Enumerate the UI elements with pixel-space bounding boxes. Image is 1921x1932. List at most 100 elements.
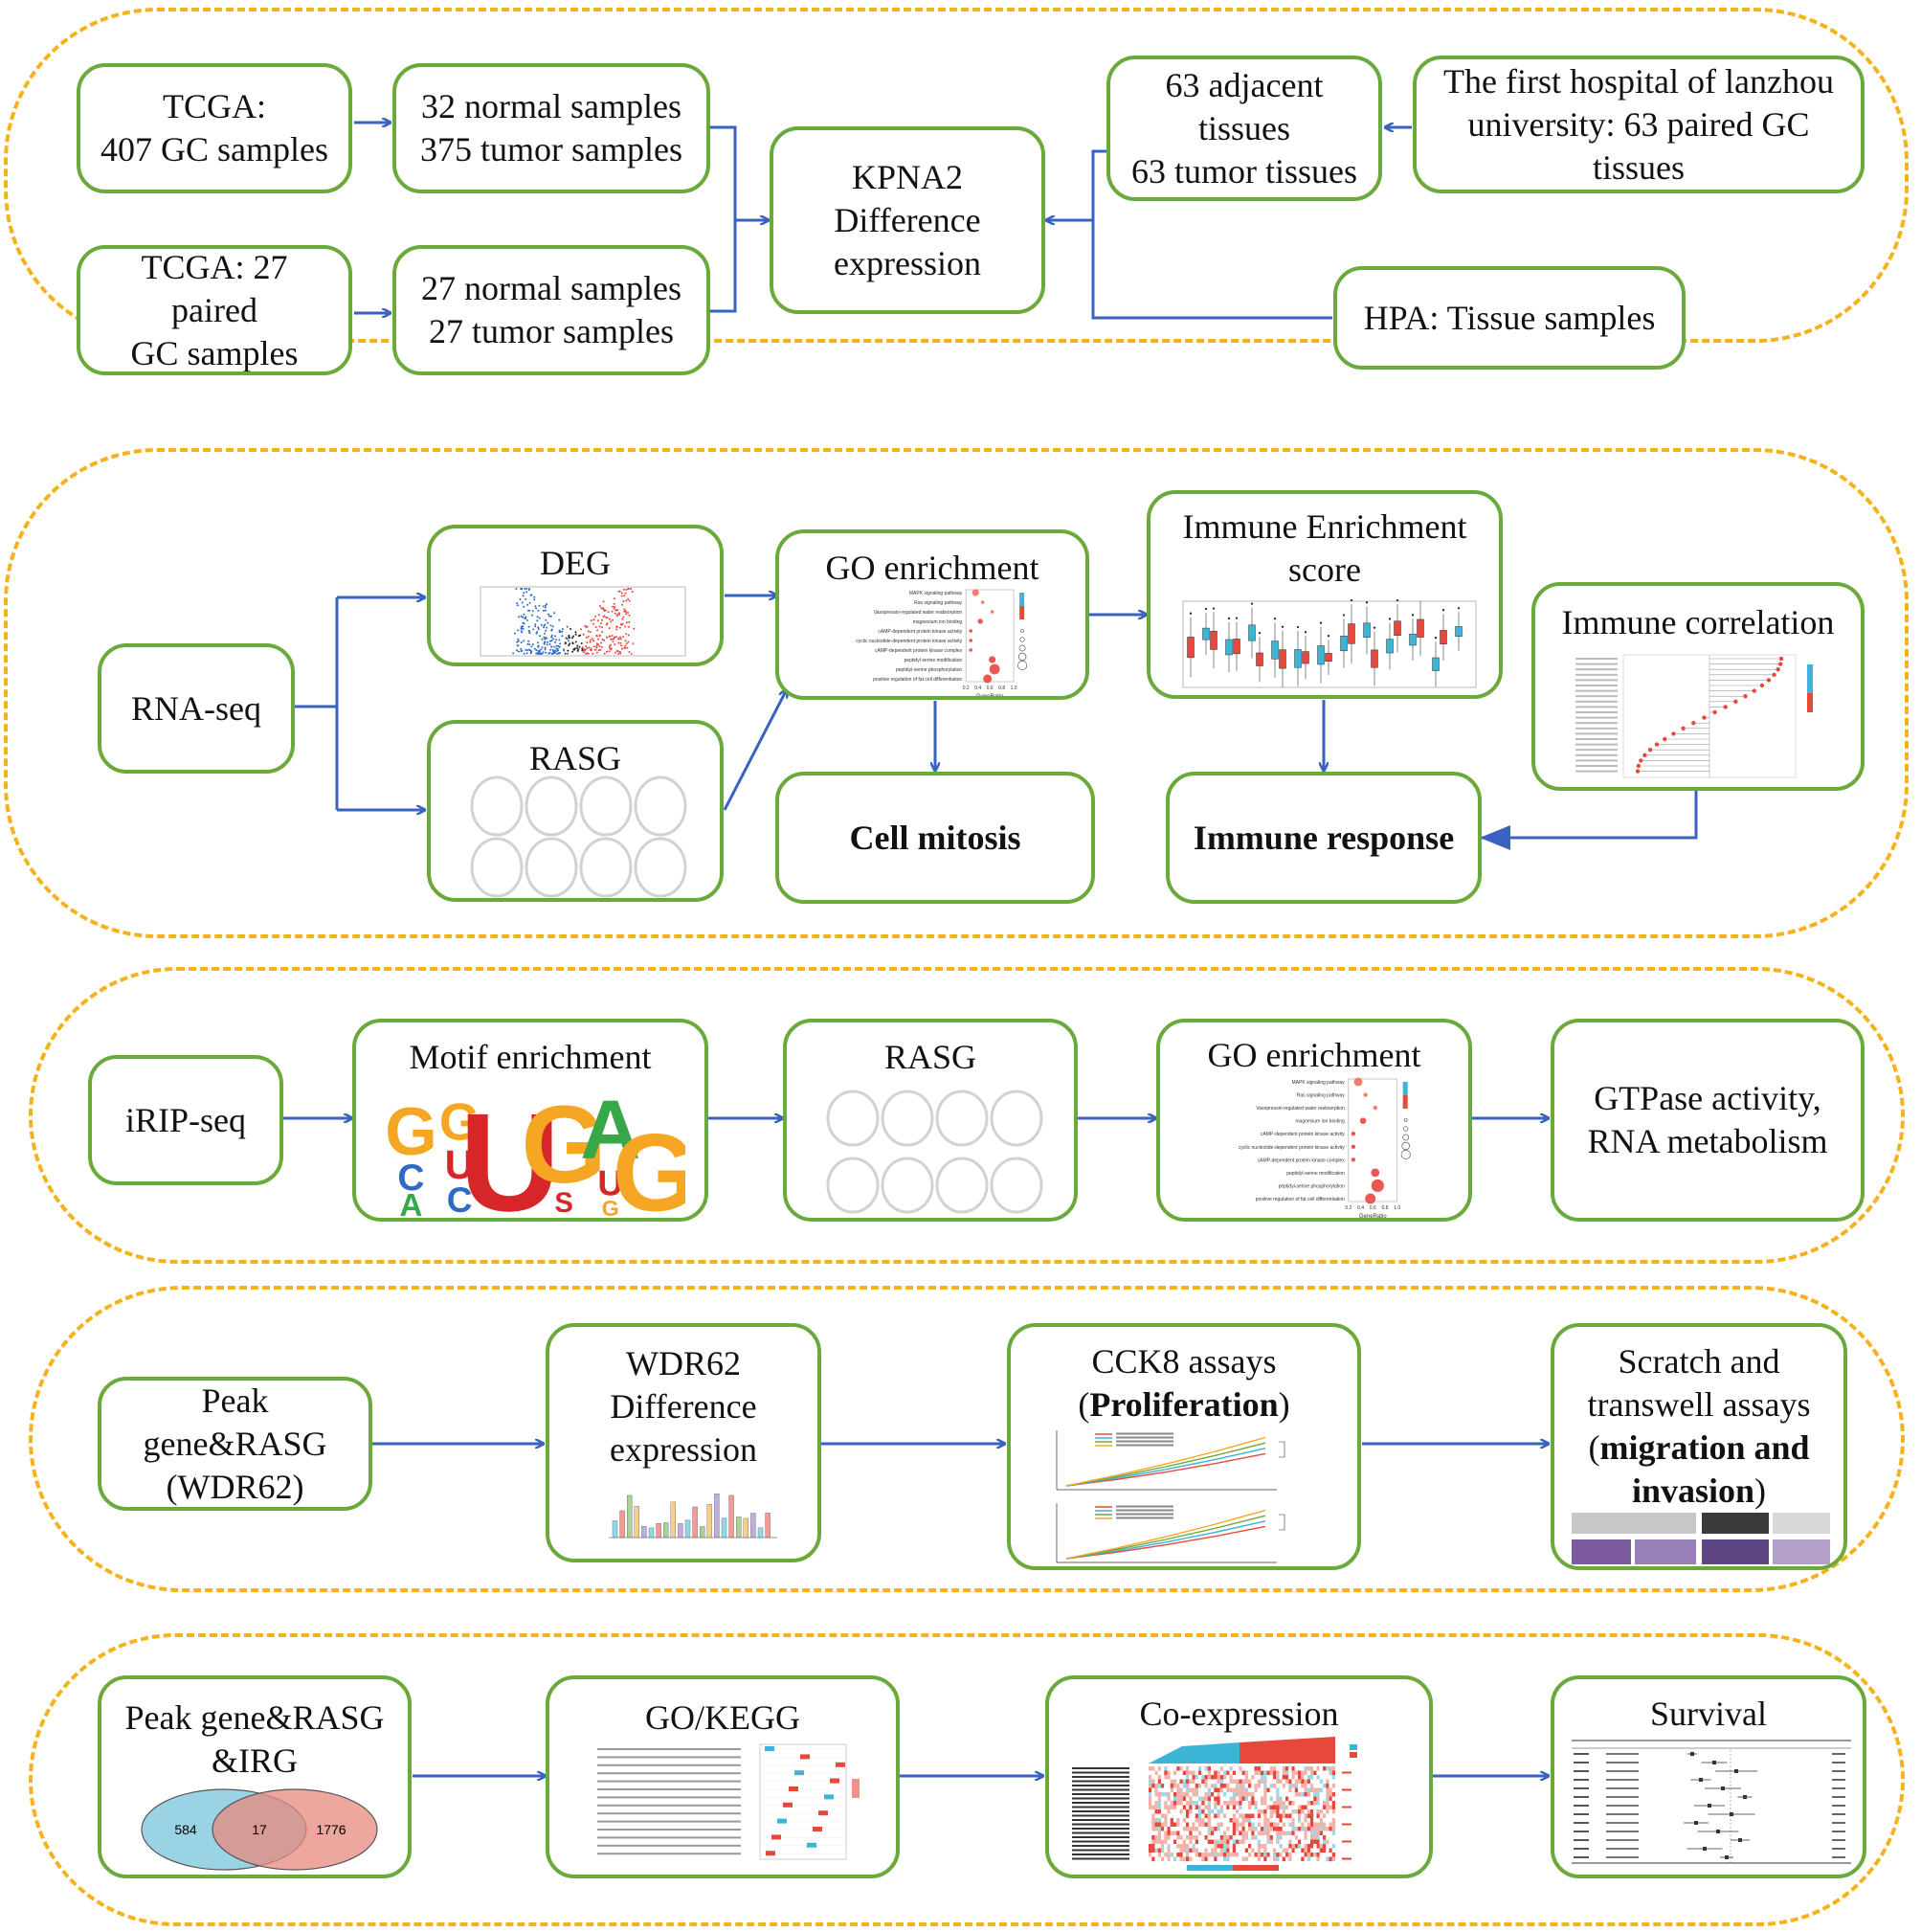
- go-title-rna: GO enrichment: [825, 549, 1039, 587]
- gtpase-node: GTPase activity, RNA metabolism: [1551, 1019, 1865, 1222]
- svg-text:cAMP-dependent protein kinase: cAMP-dependent protein kinase complex: [1258, 1157, 1346, 1163]
- panel-wdr62: [29, 1286, 1905, 1592]
- tcga-407-line2: 407 GC samples: [101, 130, 328, 168]
- rasg-node-irip: RASG: [783, 1019, 1078, 1222]
- panel-rnaseq: [4, 448, 1909, 938]
- tcga-27-line3: GC samples: [130, 333, 299, 372]
- immune-corr-title: Immune correlation: [1561, 603, 1835, 641]
- scratch-migration: migration and: [1599, 1428, 1810, 1467]
- svg-text:Vasopressin-regulated water re: Vasopressin-regulated water reabsorption: [874, 610, 963, 616]
- svg-text:magnesium ion binding: magnesium ion binding: [913, 619, 963, 625]
- tcga-27-line1: TCGA: 27: [141, 247, 288, 286]
- coexpression-node: Co-expression: [1045, 1675, 1433, 1878]
- svg-text:A: A: [400, 1188, 423, 1220]
- logo-letter-g3: G: [521, 1084, 606, 1206]
- motif-enrichment-node: Motif enrichment G C A G U C U G S A U G…: [352, 1019, 708, 1222]
- kpna2-line1: KPNA2: [851, 157, 963, 196]
- svg-text:MAPK signaling pathway: MAPK signaling pathway: [909, 591, 963, 596]
- svg-text:U: U: [597, 1164, 623, 1203]
- svg-text:0.6: 0.6: [1370, 1205, 1376, 1211]
- venn-overlap-count: 17: [252, 1822, 267, 1837]
- adjacent-line1: 63 adjacent: [1165, 65, 1324, 104]
- kpna2-node: KPNA2 Difference expression: [770, 126, 1045, 314]
- rasg-title-rna: RASG: [528, 739, 622, 777]
- deg-node: DEG: [427, 525, 724, 666]
- svg-text:cAMP-dependent protein kinase: cAMP-dependent protein kinase activity: [1261, 1132, 1345, 1137]
- peak-wdr62-line3: (WDR62): [166, 1467, 304, 1506]
- svg-text:MAPK signaling pathway: MAPK signaling pathway: [1291, 1080, 1345, 1086]
- svg-text:0.8: 0.8: [998, 685, 1005, 691]
- scratch-paren-open: (: [1588, 1428, 1600, 1467]
- gokegg-node: GO/KEGG: [546, 1675, 900, 1878]
- venn-diagram: 584 17 1776: [141, 1788, 378, 1871]
- immune-score-line2: score: [1288, 550, 1361, 589]
- wdr62-bar-plot: [609, 1493, 777, 1539]
- venn-left-count: 584: [174, 1822, 197, 1837]
- hpa-label: HPA: Tissue samples: [1363, 298, 1656, 337]
- logo-letter-g4: G: [613, 1112, 685, 1220]
- svg-text:cAMP-dependent protein kinase: cAMP-dependent protein kinase complex: [875, 648, 963, 654]
- cck8-node: CCK8 assays (Proliferation): [1007, 1323, 1361, 1570]
- coexpression-heatmap: [1072, 1737, 1357, 1871]
- panel-difference-expression: [4, 8, 1909, 343]
- panel-irip: [29, 967, 1905, 1264]
- forest-plot: [1572, 1740, 1851, 1864]
- svg-text:cAMP-dependent protein kinase: cAMP-dependent protein kinase activity: [878, 629, 962, 635]
- irip-seq-node: iRIP-seq: [88, 1055, 283, 1185]
- hospital-line1: The first hospital of lanzhou: [1443, 61, 1834, 101]
- svg-text:1.0: 1.0: [1011, 685, 1017, 691]
- svg-text:0.4: 0.4: [1357, 1205, 1364, 1211]
- scratch-line3: (migration and: [1554, 1427, 1843, 1470]
- adjacent-line2: tissues: [1197, 108, 1290, 147]
- kpna2-line3: expression: [834, 243, 981, 282]
- logo-letter-g2: G: [439, 1092, 480, 1151]
- gokegg-title: GO/KEGG: [645, 1698, 800, 1737]
- svg-text:C: C: [397, 1157, 424, 1199]
- svg-text:peptidyl-serine phosphorylatio: peptidyl-serine phosphorylation: [1279, 1183, 1345, 1189]
- tcga-samples-node: 32 normal samples 375 tumor samples: [392, 63, 710, 193]
- kpna2-line2: Difference: [834, 200, 981, 239]
- immune-correlation-node: Immune correlation: [1531, 582, 1865, 791]
- rasg-node-rna: RASG: [427, 720, 724, 902]
- svg-text:GeneRatio: GeneRatio: [1359, 1214, 1387, 1220]
- svg-text:0.6: 0.6: [987, 685, 994, 691]
- tcga-407-line1: TCGA:: [163, 87, 266, 125]
- gtpase-line2: RNA metabolism: [1587, 1122, 1828, 1160]
- cck8-proliferation: Proliferation: [1089, 1385, 1279, 1424]
- gtpase-line1: GTPase activity,: [1594, 1079, 1821, 1117]
- scratch-line2: transwell assays: [1587, 1385, 1811, 1424]
- peak-wdr62-line1: Peak: [201, 1381, 269, 1420]
- svg-text:S: S: [554, 1188, 572, 1219]
- coexp-title: Co-expression: [1139, 1695, 1339, 1733]
- transwell-images: [1572, 1513, 1830, 1564]
- svg-text:peptidyl-serine modification: peptidyl-serine modification: [1286, 1171, 1345, 1177]
- deg-title: DEG: [540, 544, 611, 582]
- immune-response-label: Immune response: [1193, 818, 1455, 857]
- normal-samples-32: 32 normal samples: [421, 87, 681, 125]
- logo-letter-g1: G: [385, 1094, 437, 1169]
- panel-survival: [29, 1633, 1905, 1926]
- svg-text:Ras signaling pathway: Ras signaling pathway: [1297, 1093, 1346, 1099]
- hospital-line3: tissues: [1592, 147, 1685, 187]
- svg-text:peptidyl-serine phosphorylatio: peptidyl-serine phosphorylation: [896, 667, 962, 673]
- hpa-node: HPA: Tissue samples: [1333, 266, 1686, 370]
- scratch-invasion: invasion: [1631, 1471, 1755, 1510]
- volcano-plot: [480, 586, 686, 657]
- logo-letter-a: A: [580, 1083, 640, 1177]
- gokegg-heatmap: [597, 1743, 860, 1860]
- survival-title: Survival: [1650, 1695, 1767, 1733]
- sequence-logo: G C A G U C U G S A U G G: [385, 1083, 685, 1220]
- svg-text:Vasopressin-regulated water re: Vasopressin-regulated water reabsorption: [1256, 1106, 1345, 1112]
- peak-irg-node: Peak gene&RASG &IRG 584 17 1776: [98, 1675, 412, 1878]
- cck8-paren-open: (: [1078, 1385, 1090, 1424]
- svg-text:cyclic nucleotide-dependent pr: cyclic nucleotide-dependent protein kina…: [856, 639, 962, 644]
- cell-mitosis-node: Cell mitosis: [775, 772, 1095, 904]
- svg-text:0.2: 0.2: [1345, 1205, 1351, 1211]
- tcga-407-node: TCGA: 407 GC samples: [77, 63, 352, 193]
- svg-text:G: G: [602, 1196, 619, 1220]
- tumor-samples-27: 27 tumor samples: [429, 312, 674, 350]
- tcga-27-samples-node: 27 normal samples 27 tumor samples: [392, 245, 710, 375]
- tcga-27-node: TCGA: 27 paired GC samples: [77, 245, 352, 375]
